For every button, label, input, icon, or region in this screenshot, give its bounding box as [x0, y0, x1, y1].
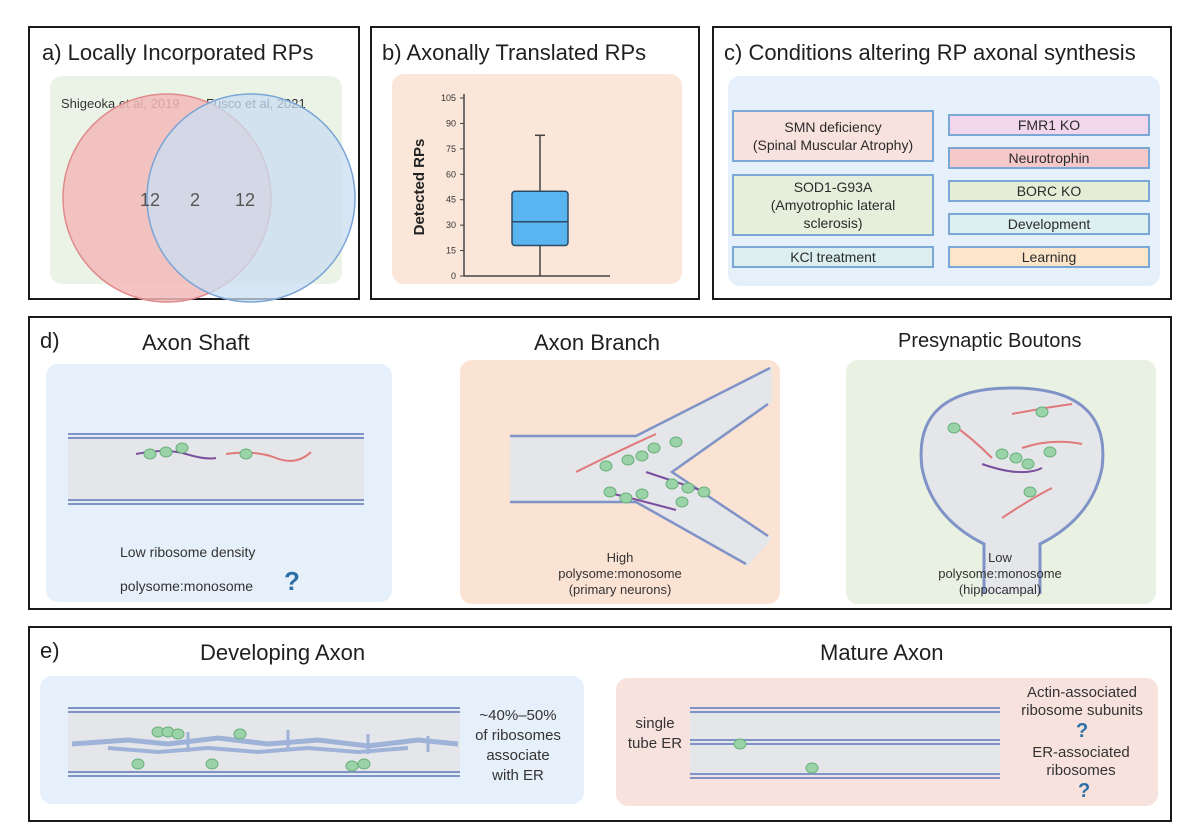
panel-e: e) Developing Axon Mature Axon ~40%–50% …	[28, 626, 1172, 822]
venn-diagram: 12 2 12	[62, 93, 356, 303]
panel-c-title: c) Conditions altering RP axonal synthes…	[724, 40, 1136, 65]
y-tick-label: 60	[446, 169, 456, 179]
y-tick-label: 90	[446, 118, 456, 128]
ribosome	[947, 422, 961, 434]
panel-a: a) Locally Incorporated RPs Shigeoka et …	[28, 26, 360, 303]
axon-branch-title: Axon Branch	[534, 330, 660, 355]
ribosome	[1035, 406, 1049, 418]
ribosome	[603, 486, 617, 498]
y-axis-label: Detected RPs	[411, 139, 428, 236]
ribosome	[175, 442, 189, 454]
ribosome	[995, 448, 1009, 460]
ribosome	[345, 760, 359, 772]
question-mark-icon: ?	[1078, 780, 1091, 802]
panel-c: c) Conditions altering RP axonal synthes…	[712, 26, 1172, 300]
mature-axon-title: Mature Axon	[820, 640, 944, 665]
ribosome	[665, 478, 679, 490]
developing-axon-title: Developing Axon	[200, 640, 366, 665]
panel-e-label: e)	[40, 638, 60, 663]
y-tick-label: 75	[446, 144, 456, 154]
ribosome	[635, 450, 649, 462]
ribosome	[159, 446, 173, 458]
ribosome	[621, 454, 635, 466]
question-mark-icon: ?	[284, 566, 300, 596]
ribosome	[143, 448, 157, 460]
actin-associated-text: Actin-associated ribosome subunits	[1021, 684, 1143, 719]
panel-d-label: d)	[40, 328, 60, 353]
presynaptic-bouton-illustration	[919, 386, 1105, 594]
panel-d: d) Axon Shaft Axon Branch Presynaptic Bo…	[28, 316, 1172, 610]
ribosome	[599, 460, 613, 472]
single-tube-er-text: single tube ER	[627, 715, 683, 752]
condition-sod1: SOD1-G93A (Amyotrophic lateral sclerosis…	[732, 174, 934, 236]
ribosome	[1023, 486, 1037, 498]
y-tick-label: 0	[451, 271, 456, 281]
panel-b: b) Axonally Translated RPs 0 15 30 45 60 75 90…	[370, 26, 700, 300]
ribosome	[647, 442, 661, 454]
ribosome	[733, 738, 747, 750]
ribosome	[697, 486, 711, 498]
ribosome	[1043, 446, 1057, 458]
axon-shaft-ratio-text: polysome:monosome	[120, 578, 254, 594]
condition-learning: Learning	[948, 246, 1150, 268]
condition-smn: SMN deficiency (Spinal Muscular Atrophy)	[732, 110, 934, 162]
condition-development: Development	[948, 213, 1150, 235]
ribosome	[239, 448, 253, 460]
ribosome	[635, 488, 649, 500]
ribosome	[357, 758, 371, 770]
er-associated-text: ER-associated ribosomes	[1032, 744, 1130, 779]
ribosome	[1009, 452, 1023, 464]
axon-shaft-illustration	[68, 433, 364, 505]
axon-branch-text: High polysome:monosome (primary neurons)	[558, 550, 682, 597]
ribosome	[681, 482, 695, 494]
panel-b-title: b) Axonally Translated RPs	[382, 40, 647, 65]
ribosome	[669, 436, 683, 448]
ribosome	[619, 492, 633, 504]
venn-right-count: 12	[235, 190, 255, 210]
developing-axon-illustration	[68, 707, 460, 777]
ribosome	[1021, 458, 1035, 470]
axon-branch-illustration	[510, 366, 772, 566]
ribosome	[675, 496, 689, 508]
presynaptic-boutons-text: Low polysome:monosome (hippocampal)	[938, 550, 1062, 597]
ribosome	[805, 762, 819, 774]
question-mark-icon: ?	[1076, 720, 1089, 742]
condition-fmr1: FMR1 KO	[948, 114, 1150, 136]
condition-borc: BORC KO	[948, 180, 1150, 202]
presynaptic-boutons-title: Presynaptic Boutons	[898, 330, 1082, 352]
panel-a-title: a) Locally Incorporated RPs	[42, 40, 314, 65]
ribosome	[171, 728, 185, 740]
axon-shaft-density-text: Low ribosome density	[120, 544, 256, 560]
y-tick-label: 45	[446, 195, 456, 205]
venn-left-count: 12	[140, 190, 160, 210]
boxplot-background	[392, 74, 682, 284]
condition-kcl: KCl treatment	[732, 246, 934, 268]
ribosome	[131, 758, 145, 770]
venn-overlap-count: 2	[190, 190, 200, 210]
y-tick-label: 30	[446, 220, 456, 230]
developing-axon-text: ~40%–50% of ribosomes associate with ER	[475, 707, 561, 784]
y-tick-label: 105	[441, 93, 456, 103]
axon-shaft-title: Axon Shaft	[142, 330, 250, 355]
ribosome	[205, 758, 219, 770]
condition-neurotrophin: Neurotrophin	[948, 147, 1150, 169]
iqr-box	[511, 190, 569, 247]
ribosome	[233, 728, 247, 740]
y-tick-label: 15	[446, 246, 456, 256]
mature-axon-illustration	[690, 707, 1000, 779]
venn-right-circle	[146, 93, 356, 303]
